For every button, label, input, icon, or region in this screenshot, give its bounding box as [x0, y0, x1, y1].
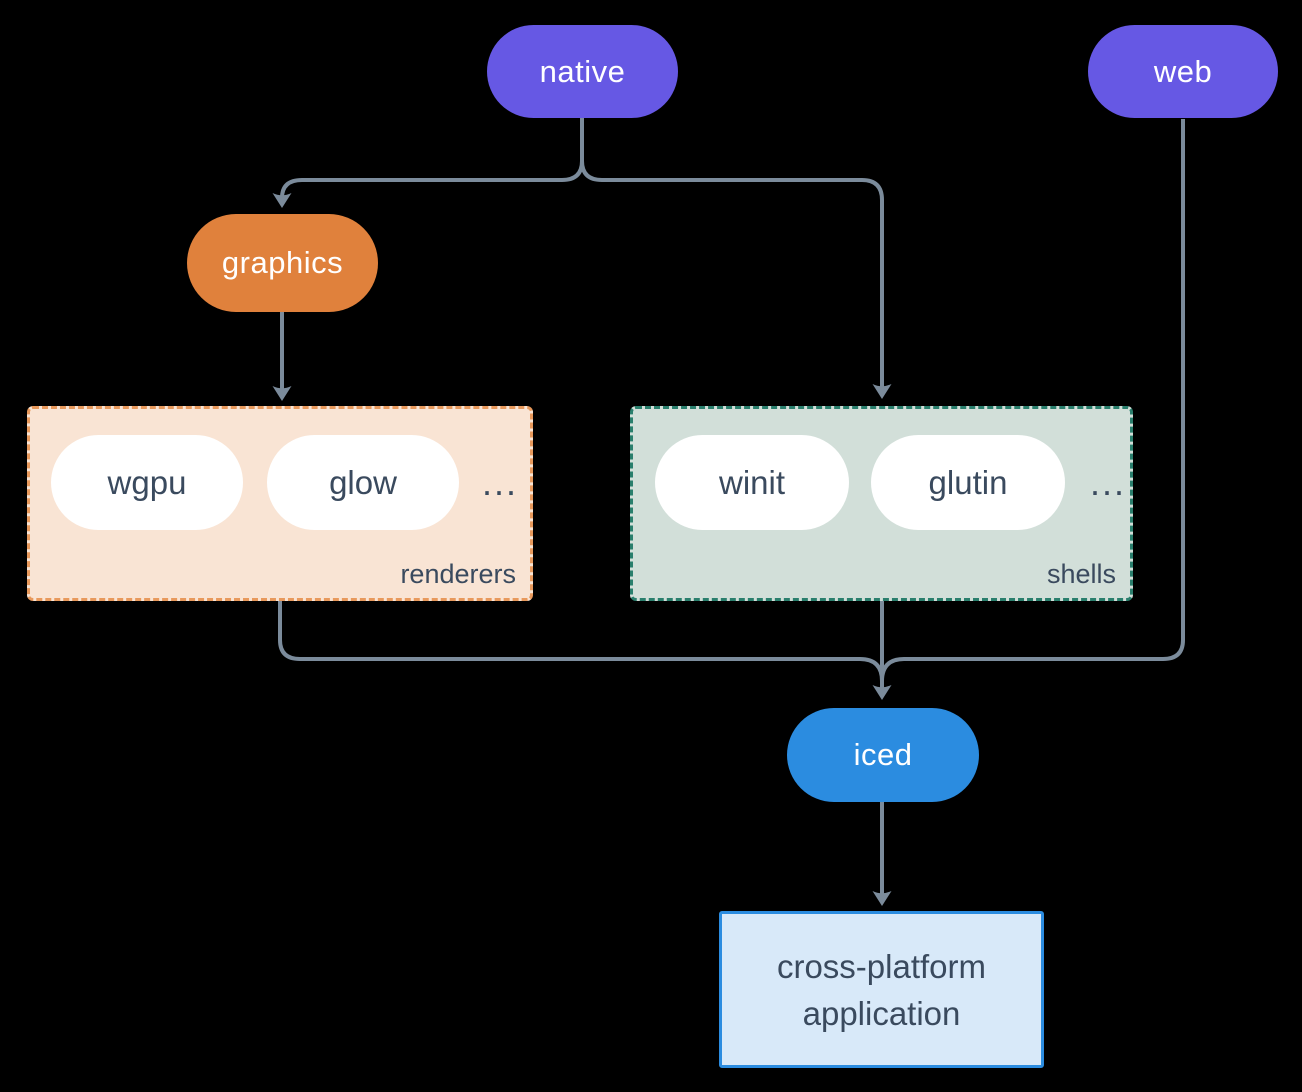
arrowhead-into-application-icon	[872, 891, 892, 906]
node-graphics: graphics	[187, 214, 378, 312]
pill-glutin: glutin	[871, 435, 1065, 530]
node-graphics-label: graphics	[221, 245, 344, 280]
node-native: native	[487, 25, 678, 118]
renderers-ellipsis: ...	[481, 461, 518, 503]
arrowhead-into-shells-icon	[872, 384, 892, 399]
shells-ellipsis: ...	[1089, 461, 1126, 503]
connector-native-to-shells	[580, 160, 884, 391]
pill-wgpu-label: wgpu	[107, 463, 187, 501]
arrowhead-into-iced-icon	[872, 685, 892, 700]
node-web-label: web	[1153, 53, 1213, 89]
group-renderers-label: renderers	[400, 559, 516, 589]
connector-paths	[278, 118, 1185, 898]
node-iced-label: iced	[853, 737, 913, 772]
connector-renderers-to-merge	[278, 601, 884, 682]
connector-web-to-merge	[880, 119, 1185, 682]
pill-winit: winit	[655, 435, 849, 530]
arrowhead-into-renderers-icon	[272, 386, 292, 401]
arrowheads	[272, 193, 892, 906]
pill-winit-label: winit	[718, 463, 786, 501]
group-shells: winit glutin ... shells	[630, 406, 1133, 601]
node-application-label: cross-platform application	[776, 947, 987, 1032]
node-iced: iced	[787, 708, 979, 802]
node-native-label: native	[539, 53, 626, 89]
node-web: web	[1088, 25, 1278, 118]
group-renderers: wgpu glow ... renderers	[27, 406, 533, 601]
pill-glow: glow	[267, 435, 459, 530]
group-shells-label: shells	[1046, 559, 1116, 589]
pill-glow-label: glow	[329, 463, 397, 501]
connector-native-to-graphics	[280, 160, 584, 199]
pill-glutin-label: glutin	[928, 463, 1008, 501]
arrowhead-into-graphics-icon	[272, 193, 292, 208]
pill-wgpu: wgpu	[51, 435, 243, 530]
node-cross-platform-application: cross-platform application	[719, 911, 1044, 1068]
